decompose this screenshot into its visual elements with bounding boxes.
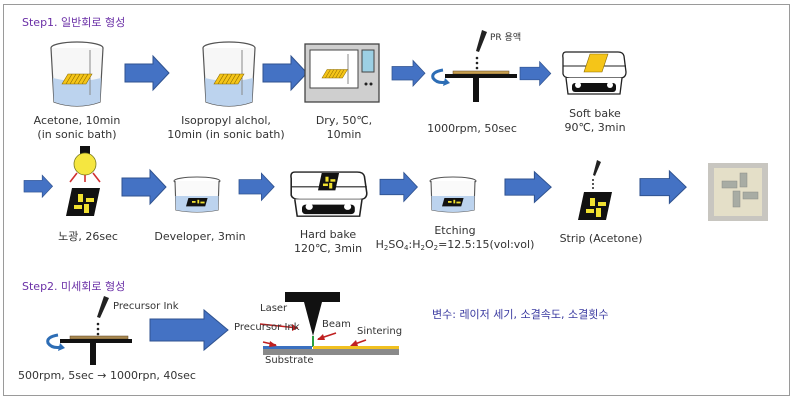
arrow-icon — [121, 169, 167, 205]
arrow-icon — [379, 172, 418, 202]
step1-title: Step1. 일반회로 형성 — [22, 16, 126, 29]
sintering-label: Sintering — [357, 326, 403, 337]
diagram-frame — [3, 4, 790, 396]
laser-sintering-diagram — [259, 292, 399, 355]
step2-title: Step2. 미세회로 형성 — [22, 280, 126, 293]
ipa-label: Isopropyl alchol,10min (in sonic bath) — [167, 114, 285, 141]
exposure-label: 노광, 26sec — [58, 230, 118, 243]
spin-coater-icon — [431, 30, 517, 102]
arrow-icon — [639, 170, 687, 204]
arrow-icon — [519, 61, 552, 86]
laser-label: Laser — [260, 303, 288, 314]
substrate-label: Substrate — [265, 355, 314, 366]
exposure-lamp-icon — [66, 146, 101, 216]
etching-formula: H2SO4:H2O2=12.5:15(vol:vol) — [375, 238, 535, 252]
developer-label: Developer, 3min — [154, 230, 246, 243]
arrow-icon — [238, 172, 275, 201]
oven-icon — [304, 43, 380, 103]
result-sample-photo — [708, 163, 768, 221]
developer-dish-icon — [173, 176, 221, 213]
spin-label: 1000rpm, 50sec — [427, 122, 517, 135]
hard-bake-hotplate-icon — [290, 171, 368, 217]
soft-bake-hotplate-icon — [562, 51, 627, 95]
variables-note: 변수: 레이저 세기, 소결속도, 소결횟수 — [432, 308, 609, 321]
strip-label: Strip (Acetone) — [559, 232, 643, 245]
step2-spin-label: 500rpm, 5sec → 1000rpn, 40sec — [18, 369, 196, 382]
beam-label: Beam — [322, 319, 351, 330]
step2-spin-coater-icon — [46, 296, 132, 365]
etching-dish-icon — [429, 176, 477, 213]
strip-icon — [578, 160, 612, 220]
ipa-beaker-icon — [202, 41, 256, 107]
arrow-icon — [504, 171, 552, 203]
acetone-beaker-icon — [50, 41, 104, 107]
acetone-label: Acetone, 10min(in sonic bath) — [33, 114, 121, 141]
precursor-ink-callout: Precursor Ink — [113, 301, 179, 312]
pr-solution-callout: PR 용액 — [490, 33, 522, 43]
precursor-ink-label: Precursor Ink — [234, 322, 300, 333]
etching-label: Etching H2SO4:H2O2=12.5:15(vol:vol) — [376, 224, 535, 255]
dry-label: Dry, 50℃,10min — [315, 114, 373, 141]
arrow-icon — [262, 55, 308, 91]
arrow-icon — [149, 308, 229, 352]
arrow-icon — [124, 55, 170, 91]
